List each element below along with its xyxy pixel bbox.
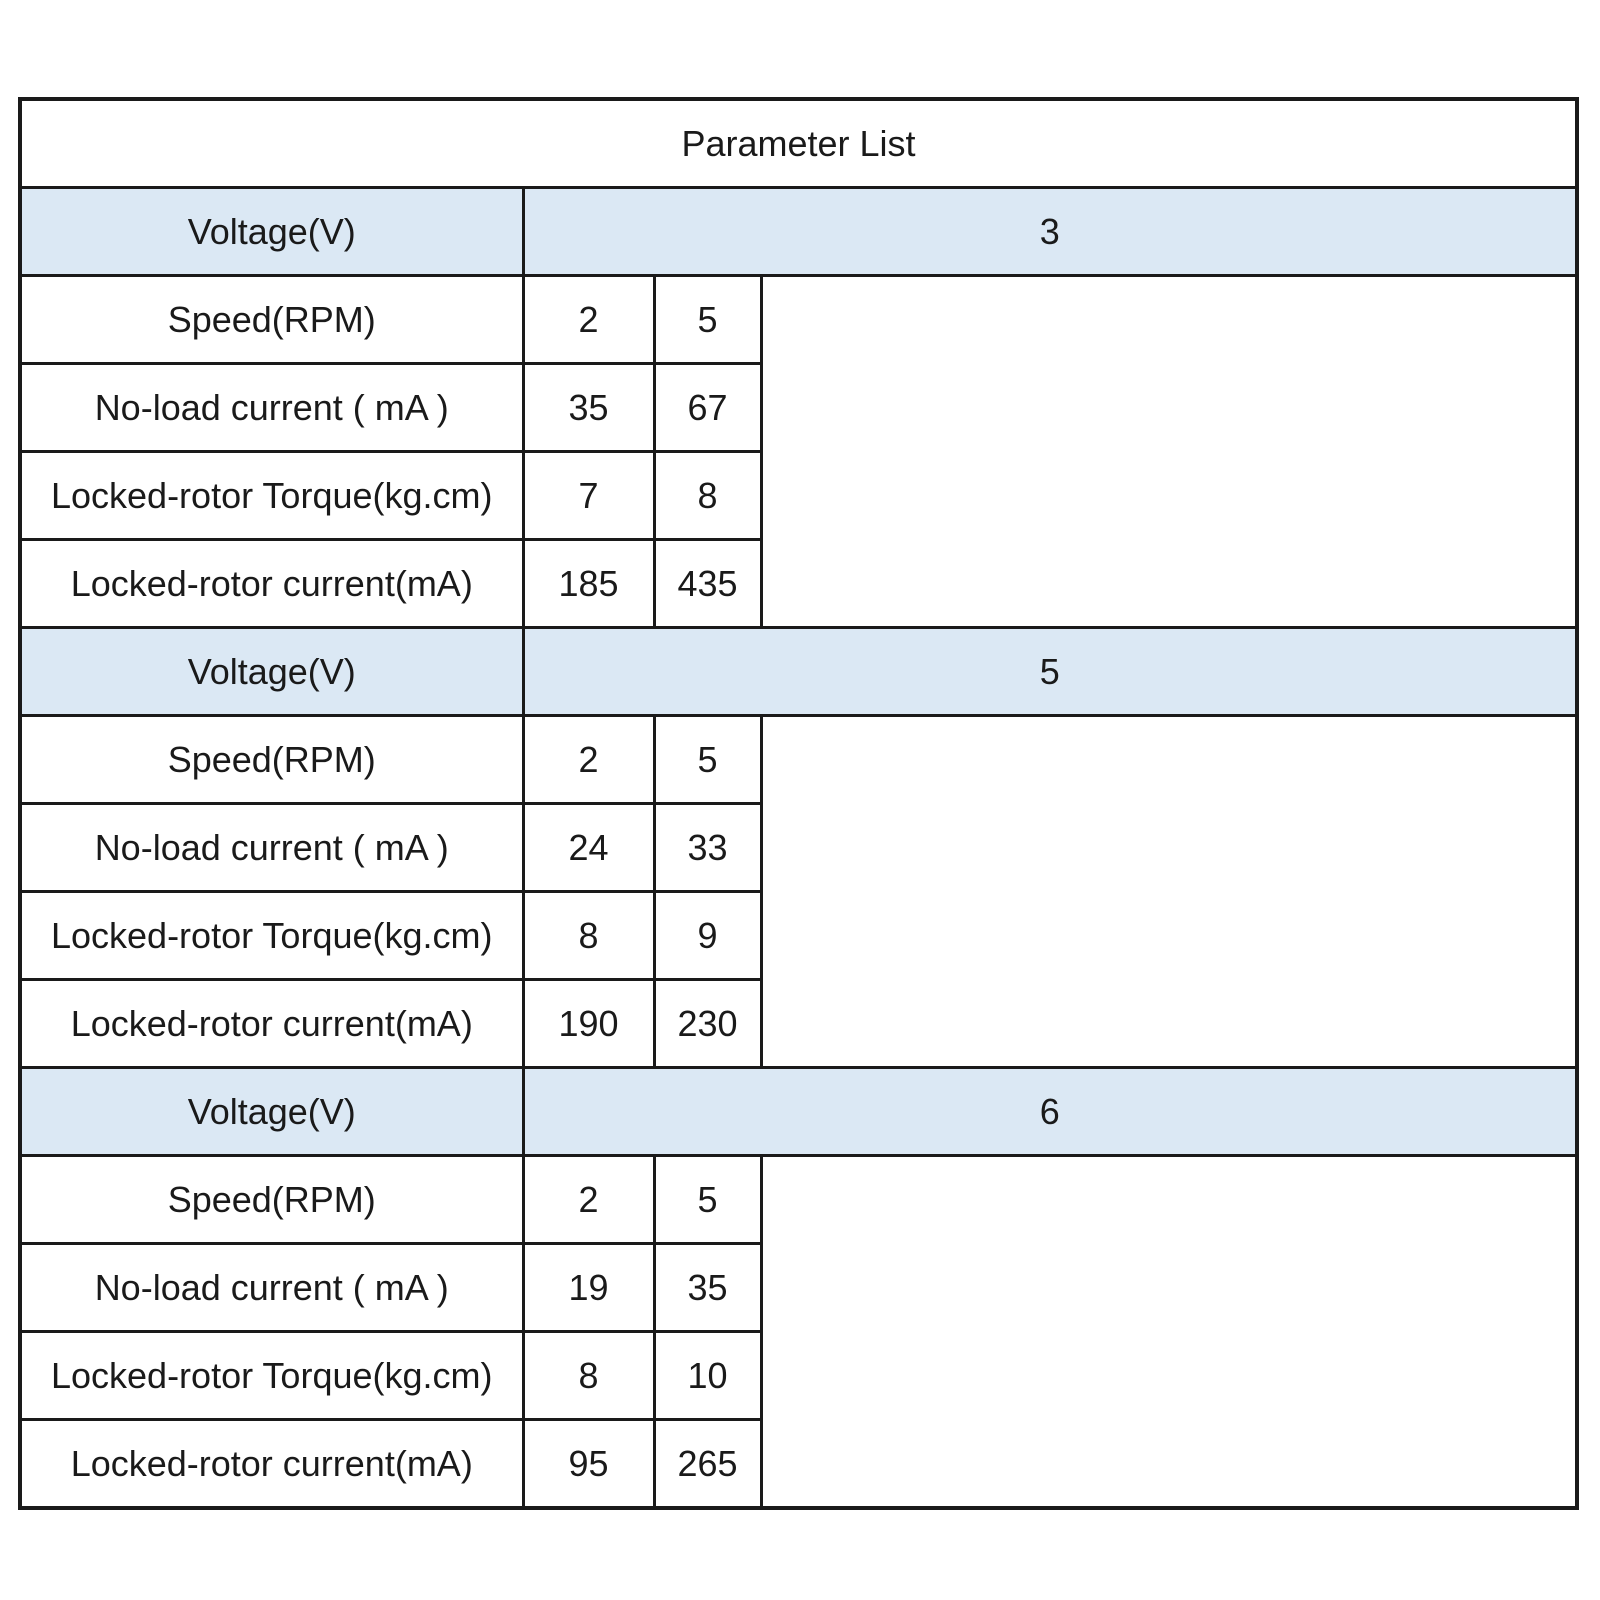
table-row: Locked-rotor Torque(kg.cm) 7 8 <box>18 450 1577 541</box>
voltage-label: Voltage(V) <box>18 186 525 277</box>
empty-cell <box>759 714 1579 1069</box>
value-cell: 2 <box>521 1154 656 1245</box>
voltage-value: 5 <box>521 626 1579 717</box>
voltage-header-row-3v: Voltage(V) 3 <box>18 186 1579 277</box>
value-cell: 9 <box>652 890 763 981</box>
table-row: Speed(RPM) 2 5 <box>18 1154 1579 1510</box>
table-row: Locked-rotor Torque(kg.cm) 8 10 <box>18 1330 1577 1421</box>
table-row: Speed(RPM) 2 5 <box>18 274 1579 629</box>
value-cell: 8 <box>521 1330 656 1421</box>
value-cell: 265 <box>652 1418 763 1510</box>
value-cell: 19 <box>521 1242 656 1333</box>
row-label: Locked-rotor Torque(kg.cm) <box>18 1330 525 1421</box>
value-cell: 8 <box>521 890 656 981</box>
value-cell: 67 <box>652 362 763 453</box>
table-row: No-load current ( mA ) 35 67 <box>18 362 1577 453</box>
value-cell: 7 <box>521 450 656 541</box>
parameter-table: Parameter List Voltage(V) 3 Speed(RPM) 2… <box>18 97 1580 1510</box>
row-label: Speed(RPM) <box>18 714 525 805</box>
voltage-label: Voltage(V) <box>18 626 525 717</box>
row-label: Locked-rotor current(mA) <box>18 1418 525 1510</box>
value-cell: 5 <box>652 274 763 365</box>
row-label: Speed(RPM) <box>18 1154 525 1245</box>
voltage-value: 3 <box>521 186 1579 277</box>
voltage-label: Voltage(V) <box>18 1066 525 1157</box>
value-cell: 24 <box>521 802 656 893</box>
table-row: Locked-rotor current(mA) 95 265 <box>18 1418 1577 1510</box>
row-label: No-load current ( mA ) <box>18 362 525 453</box>
empty-cell <box>759 274 1579 629</box>
value-cell: 35 <box>521 362 656 453</box>
empty-cell <box>759 1154 1579 1510</box>
row-label: Locked-rotor Torque(kg.cm) <box>18 890 525 981</box>
value-cell: 2 <box>521 714 656 805</box>
table-title: Parameter List <box>18 97 1579 189</box>
value-cell: 35 <box>652 1242 763 1333</box>
row-label: Locked-rotor Torque(kg.cm) <box>18 450 525 541</box>
table-row: Locked-rotor Torque(kg.cm) 8 9 <box>18 890 1577 981</box>
title-row: Parameter List <box>18 97 1579 189</box>
row-label: Speed(RPM) <box>18 274 525 365</box>
value-cell: 5 <box>652 1154 763 1245</box>
value-cell: 2 <box>521 274 656 365</box>
value-cell: 5 <box>652 714 763 805</box>
row-label: Locked-rotor current(mA) <box>18 538 525 629</box>
row-label: No-load current ( mA ) <box>18 802 525 893</box>
table-row: Locked-rotor current(mA) 190 230 <box>18 978 1577 1069</box>
voltage-header-row-6v: Voltage(V) 6 <box>18 1066 1579 1157</box>
table-row: No-load current ( mA ) 24 33 <box>18 802 1577 893</box>
value-cell: 435 <box>652 538 763 629</box>
voltage-header-row-5v: Voltage(V) 5 <box>18 626 1579 717</box>
value-cell: 230 <box>652 978 763 1069</box>
value-cell: 8 <box>652 450 763 541</box>
table-row: Speed(RPM) 2 5 <box>18 714 1579 1069</box>
table-row: Locked-rotor current(mA) 185 435 <box>18 538 1577 629</box>
voltage-value: 6 <box>521 1066 1579 1157</box>
value-cell: 33 <box>652 802 763 893</box>
value-cell: 185 <box>521 538 656 629</box>
value-cell: 95 <box>521 1418 656 1510</box>
row-label: No-load current ( mA ) <box>18 1242 525 1333</box>
value-cell: 190 <box>521 978 656 1069</box>
table-row: No-load current ( mA ) 19 35 <box>18 1242 1577 1333</box>
row-label: Locked-rotor current(mA) <box>18 978 525 1069</box>
value-cell: 10 <box>652 1330 763 1421</box>
